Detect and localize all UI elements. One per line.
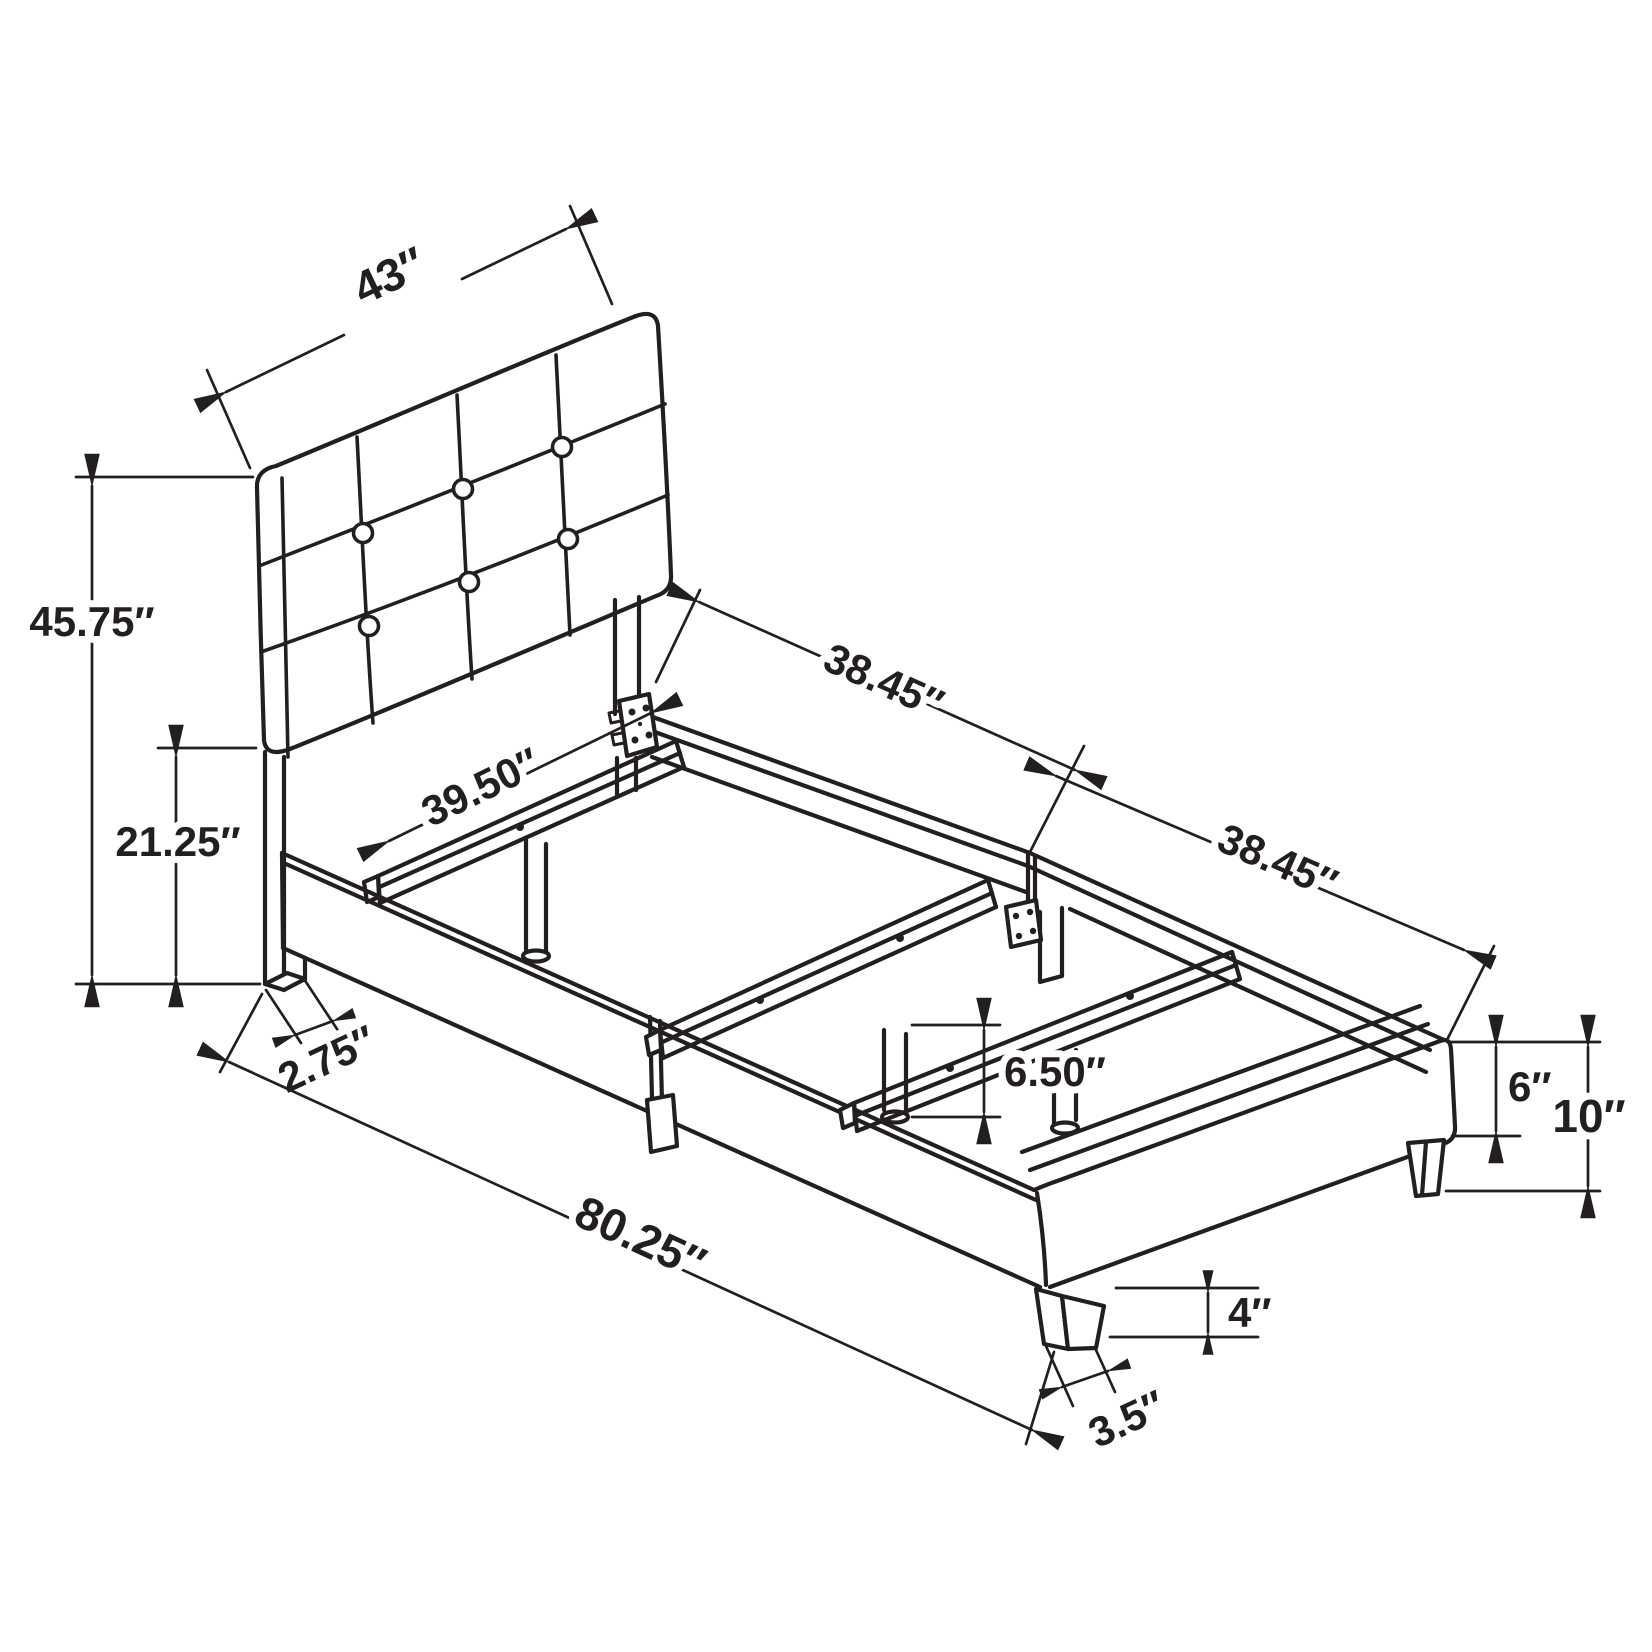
dim-corner-leg-width: 3.5″ [1038, 1344, 1179, 1464]
dim-label-headboard-lower-height: 21.25″ [115, 818, 240, 865]
dim-rail-height: 6″ [1448, 1014, 1602, 1164]
dim-label-center-leg-height: 6.50″ [1004, 1048, 1106, 1095]
dim-headboard-height: 45.75″ [22, 453, 262, 1008]
near-rail-joint-leg [644, 1092, 680, 1155]
tuft-buttons [351, 435, 580, 638]
headboard-legs [262, 594, 642, 993]
dim-label-rail-segment-front: 38.45″ [817, 634, 951, 728]
dim-corner-leg-height: 4″ [1108, 1270, 1278, 1355]
slat-2 [643, 877, 999, 1125]
dim-label-frame-height: 10″ [1552, 1090, 1625, 1142]
rail-joint-bracket [1003, 897, 1065, 985]
dim-headboard-leg-depth: 2.75″ [264, 977, 390, 1109]
dim-label-corner-leg-height: 4″ [1228, 1289, 1271, 1336]
dim-frame-height: 10″ [1444, 1014, 1633, 1219]
headboard-panel [254, 311, 674, 759]
dimension-annotations: 43″ 45.75″ 21.25″ 39.50″ 38.45″ [22, 204, 1633, 1464]
dim-label-headboard-height: 45.75″ [29, 598, 154, 645]
dim-label-rail-segment-back: 38.45″ [1211, 814, 1345, 907]
dim-headboard-width: 43″ [193, 204, 614, 470]
dim-label-rail-height: 6″ [1508, 1063, 1551, 1110]
foot-corner-leg [1033, 1286, 1107, 1352]
dim-label-corner-leg-width: 3.5″ [1081, 1381, 1172, 1457]
dim-label-headboard-width: 43″ [345, 236, 433, 314]
dim-label-total-length: 80.25″ [567, 1185, 713, 1289]
dim-center-leg-height: 6.50″ [910, 997, 1113, 1145]
dim-rail-segment-front: 38.45″ [654, 581, 1108, 854]
dim-slat-width: 39.50″ [356, 691, 684, 863]
dim-headboard-lower-height: 21.25″ [108, 724, 258, 1008]
far-corner-leg [1405, 1137, 1447, 1199]
